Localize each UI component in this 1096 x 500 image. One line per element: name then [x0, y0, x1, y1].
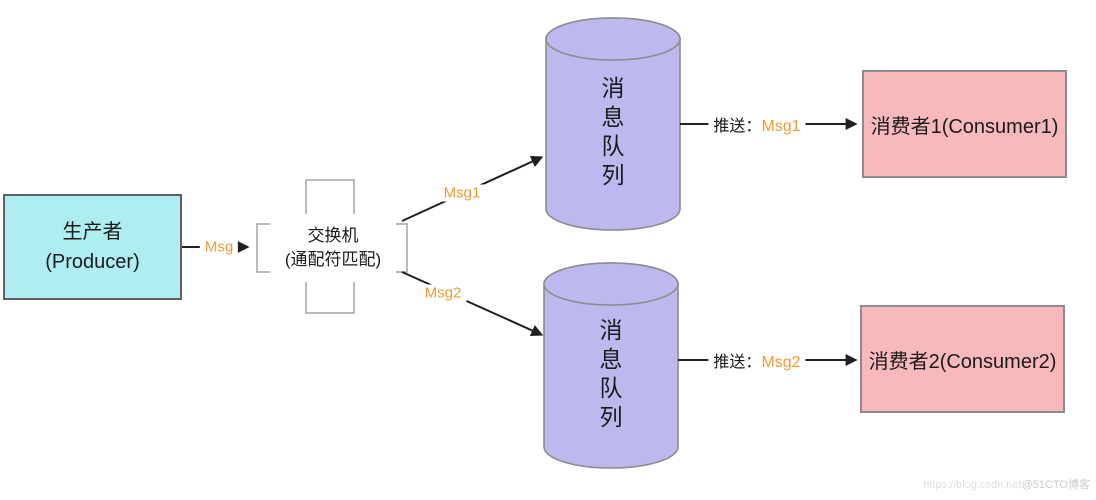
- queue1-char: 队: [601, 133, 625, 159]
- queue1-char: 列: [601, 162, 625, 188]
- consumer2-label: 消费者2(Consumer2): [868, 350, 1057, 373]
- producer-node: 生产者 (Producer): [3, 194, 182, 300]
- queue1-char: 消: [601, 75, 625, 101]
- edge-exchange-to-queue2: [401, 271, 544, 337]
- consumer1-label: 消费者1(Consumer1): [870, 115, 1059, 138]
- queue1-label: 消 息 队 列: [546, 74, 680, 190]
- queue2-char: 队: [599, 375, 623, 401]
- exchange-subtitle: (通配符匹配): [284, 250, 382, 269]
- edge-label-msg2: Msg2: [419, 284, 467, 302]
- edge-label-push1: 推送：Msg1: [708, 112, 806, 136]
- edge-label-push2: 推送：Msg2: [708, 348, 806, 372]
- consumer1-node: 消费者1(Consumer1): [862, 70, 1067, 178]
- queue2-label: 消 息 队 列: [544, 316, 678, 432]
- queue2-cylinder: [543, 262, 679, 469]
- queue2-char: 息: [599, 346, 623, 372]
- producer-subtitle: (Producer): [45, 251, 140, 273]
- watermark: https://blog.csdn.net@51CTO博客: [923, 476, 1090, 492]
- push2-prefix: 推送：: [713, 354, 762, 371]
- watermark-badge: @51CTO博客: [1021, 479, 1090, 491]
- queue1-char: 息: [601, 104, 625, 130]
- consumer2-node: 消费者2(Consumer2): [860, 305, 1065, 413]
- queue1-cylinder: [545, 17, 681, 231]
- edge-label-msg: Msg: [199, 238, 239, 256]
- push1-prefix: 推送：: [713, 118, 762, 135]
- push1-value: Msg1: [761, 118, 801, 135]
- queue2-char: 消: [599, 317, 623, 343]
- exchange-title: 交换机: [307, 226, 359, 245]
- push2-value: Msg2: [761, 354, 801, 371]
- exchange-node: 交换机 (通配符匹配): [270, 214, 396, 282]
- edge-label-msg1: Msg1: [438, 184, 486, 202]
- watermark-url: https://blog.csdn.net: [923, 479, 1022, 491]
- queue2-char: 列: [599, 404, 623, 430]
- producer-title: 生产者: [62, 221, 123, 243]
